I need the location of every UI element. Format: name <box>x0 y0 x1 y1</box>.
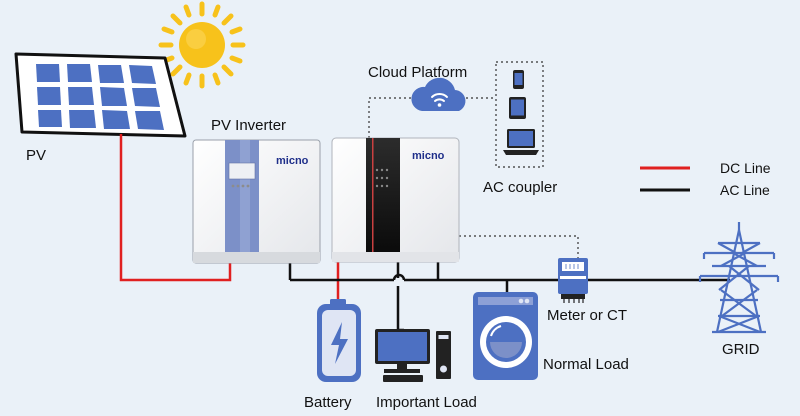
pv-inverter-logo: micno <box>276 155 309 167</box>
legend-ac-label: AC Line <box>720 182 770 198</box>
label-pv: PV <box>26 147 47 164</box>
phone-icon <box>513 70 524 89</box>
cloud-wifi-icon <box>411 77 466 111</box>
meter-icon <box>558 258 588 303</box>
legend-dc-label: DC Line <box>720 160 771 176</box>
solar-panel-icon <box>14 52 187 138</box>
network-lines <box>368 61 579 258</box>
desktop-pc-icon <box>375 329 451 382</box>
label-ac-coupler: AC coupler <box>483 179 558 196</box>
label-cloud-platform: Cloud Platform <box>368 64 468 81</box>
label-grid: GRID <box>722 341 760 358</box>
label-pv-inverter: PV Inverter <box>211 117 287 134</box>
ac-coupler-device <box>331 137 460 263</box>
battery-icon <box>317 299 361 382</box>
tablet-icon <box>509 97 526 119</box>
laptop-icon <box>503 129 539 155</box>
label-important-load: Important Load <box>376 394 477 411</box>
ac-coupler-logo: micno <box>412 150 445 162</box>
pylon-icon <box>698 222 780 334</box>
label-meter: Meter or CT <box>547 307 628 324</box>
sun-icon <box>158 1 246 89</box>
label-normal-load: Normal Load <box>543 356 629 373</box>
pv-inverter-device <box>192 139 321 264</box>
washing-machine-icon <box>473 292 538 380</box>
label-battery: Battery <box>304 394 352 411</box>
